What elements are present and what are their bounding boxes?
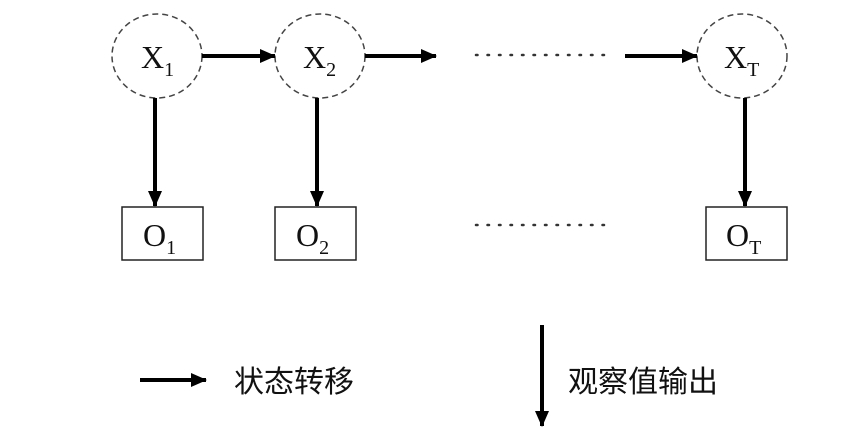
state-node-xt: XT (696, 13, 788, 99)
state-label: X (724, 39, 747, 75)
observation-subscript: 1 (166, 237, 176, 259)
observation-node-o2: O2 (274, 206, 357, 261)
observation-subscript: 2 (319, 237, 329, 259)
state-subscript: 2 (326, 59, 336, 81)
observation-node-o1: O1 (121, 206, 204, 261)
svg-text:X2: X2 (303, 39, 336, 81)
state-label: X (303, 39, 326, 75)
observation-label: O (726, 217, 749, 253)
state-subscript: 1 (164, 59, 174, 81)
svg-text:O1: O1 (143, 217, 176, 259)
svg-text:X1: X1 (141, 39, 174, 81)
svg-text:O2: O2 (296, 217, 329, 259)
legend: 状态转移 观察值输出 (140, 325, 718, 427)
state-node-x2: X2 (274, 13, 366, 99)
observation-subscript: T (749, 237, 761, 259)
state-node-x1: X1 (111, 13, 203, 99)
legend-transition-label: 状态转移 (234, 365, 354, 400)
observation-label: O (143, 217, 166, 253)
svg-text:OT: OT (726, 217, 761, 259)
observation-node-ot: OT (705, 206, 788, 261)
state-label: X (141, 39, 164, 75)
observation-label: O (296, 217, 319, 253)
svg-text:XT: XT (724, 39, 759, 81)
legend-emission-label: 观察值输出 (568, 365, 718, 400)
state-subscript: T (747, 59, 759, 81)
